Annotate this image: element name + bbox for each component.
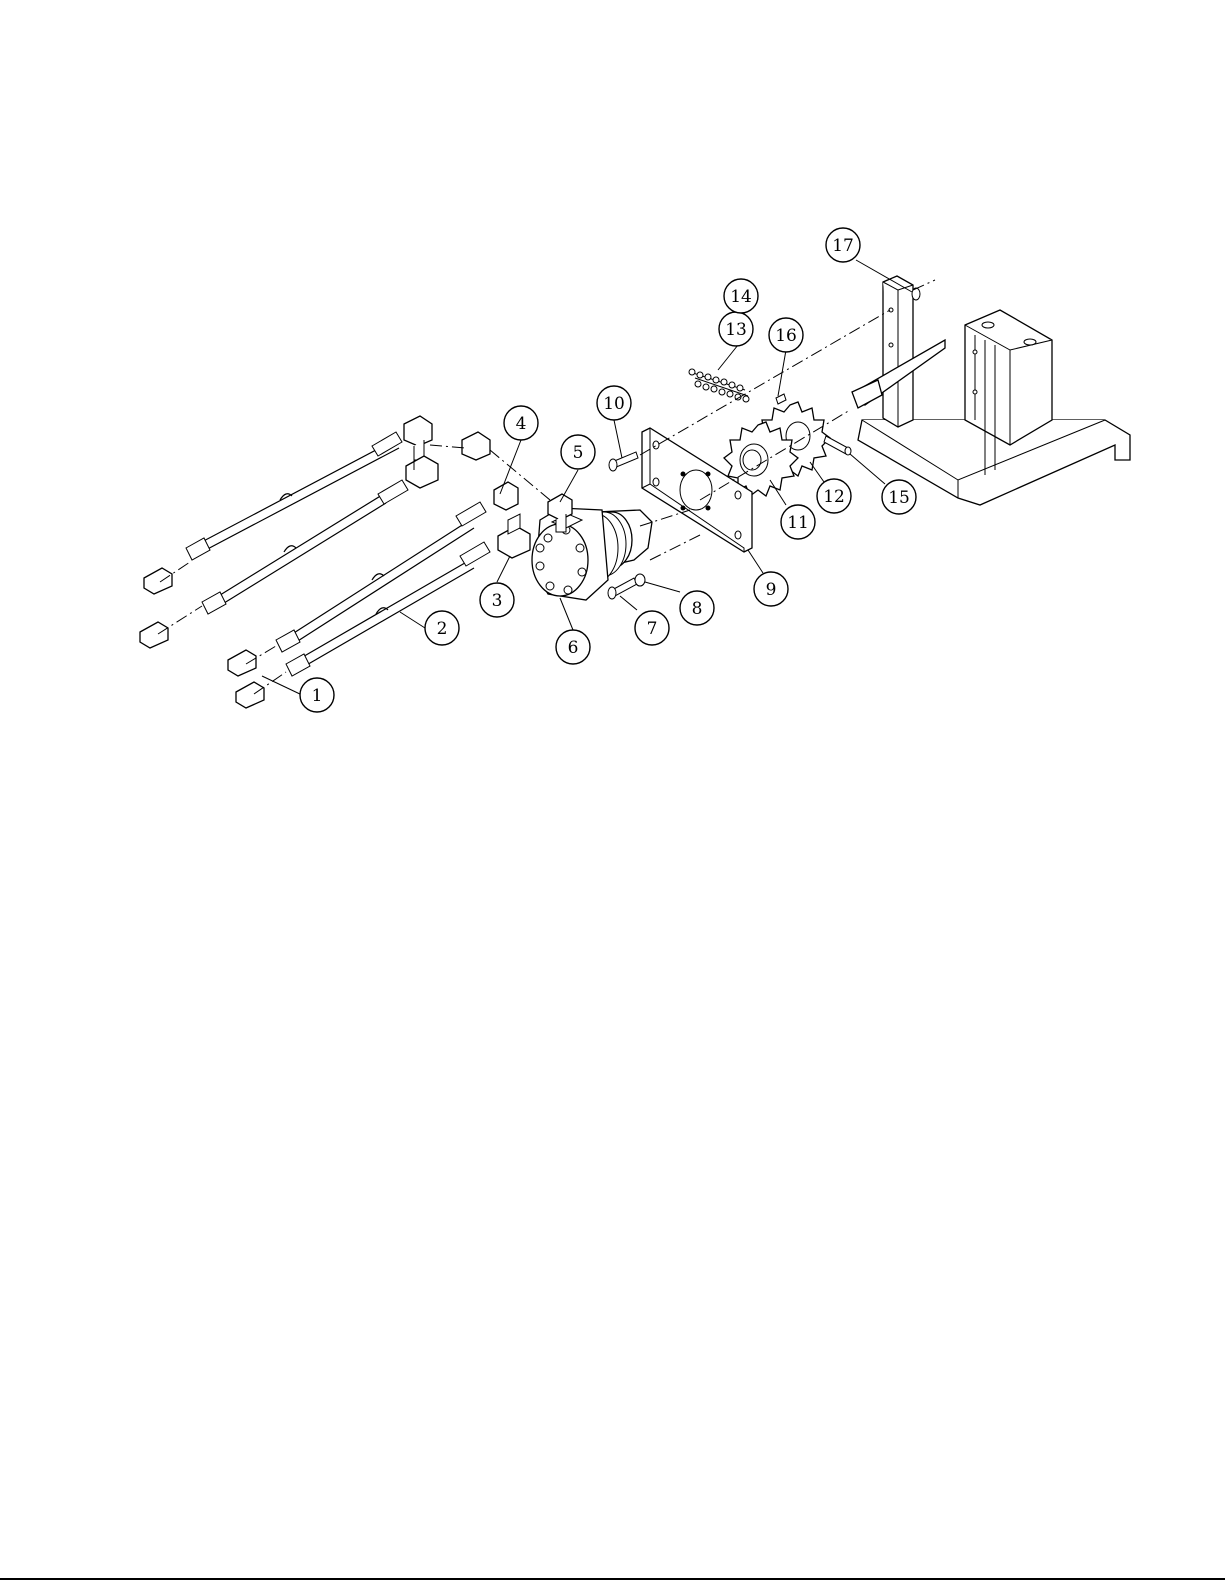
page-bottom-rule [0,1578,1225,1580]
svg-text:4: 4 [516,414,527,434]
center-lines [158,280,935,694]
callout-13: 13 [719,312,753,346]
callout-6: 6 [556,630,590,664]
callout-8: 8 [680,591,714,625]
callout-14: 14 [724,279,758,313]
callout-11: 11 [781,505,815,539]
svg-text:13: 13 [725,320,747,340]
svg-text:5: 5 [573,443,584,463]
svg-text:12: 12 [823,487,845,507]
svg-text:17: 17 [832,236,854,256]
svg-text:9: 9 [766,580,777,600]
key-16 [776,394,786,404]
callout-17: 17 [826,228,860,262]
callout-3: 3 [480,583,514,617]
callout-10: 10 [597,386,631,420]
callout-4: 4 [504,406,538,440]
callout-16: 16 [769,318,803,352]
svg-text:8: 8 [692,599,703,619]
callout-15: 15 [882,480,916,514]
svg-text:6: 6 [568,638,579,658]
elbow-fitting-4 [462,432,518,510]
bolt-10 [609,452,638,471]
set-screw-15 [824,436,851,455]
callout-1: 1 [300,678,334,712]
svg-text:3: 3 [492,591,503,611]
svg-text:10: 10 [603,394,625,414]
callout-2: 2 [425,611,459,645]
callout-7: 7 [635,611,669,645]
svg-text:1: 1 [312,686,323,706]
adapter-fittings-1 [140,568,264,708]
svg-text:11: 11 [787,513,809,533]
callout-12: 12 [817,479,851,513]
svg-text:16: 16 [775,326,797,346]
callout-leaders [262,260,912,695]
svg-text:2: 2 [437,619,448,639]
callout-9: 9 [754,572,788,606]
svg-text:7: 7 [647,619,658,639]
callout-5: 5 [561,435,595,469]
bracket-strip [883,276,920,427]
washer-8 [635,574,645,586]
svg-text:15: 15 [888,488,910,508]
svg-text:14: 14 [730,287,752,307]
tee-fitting-3 [498,514,530,558]
upper-fittings [404,416,438,488]
bolt-7 [608,578,637,599]
